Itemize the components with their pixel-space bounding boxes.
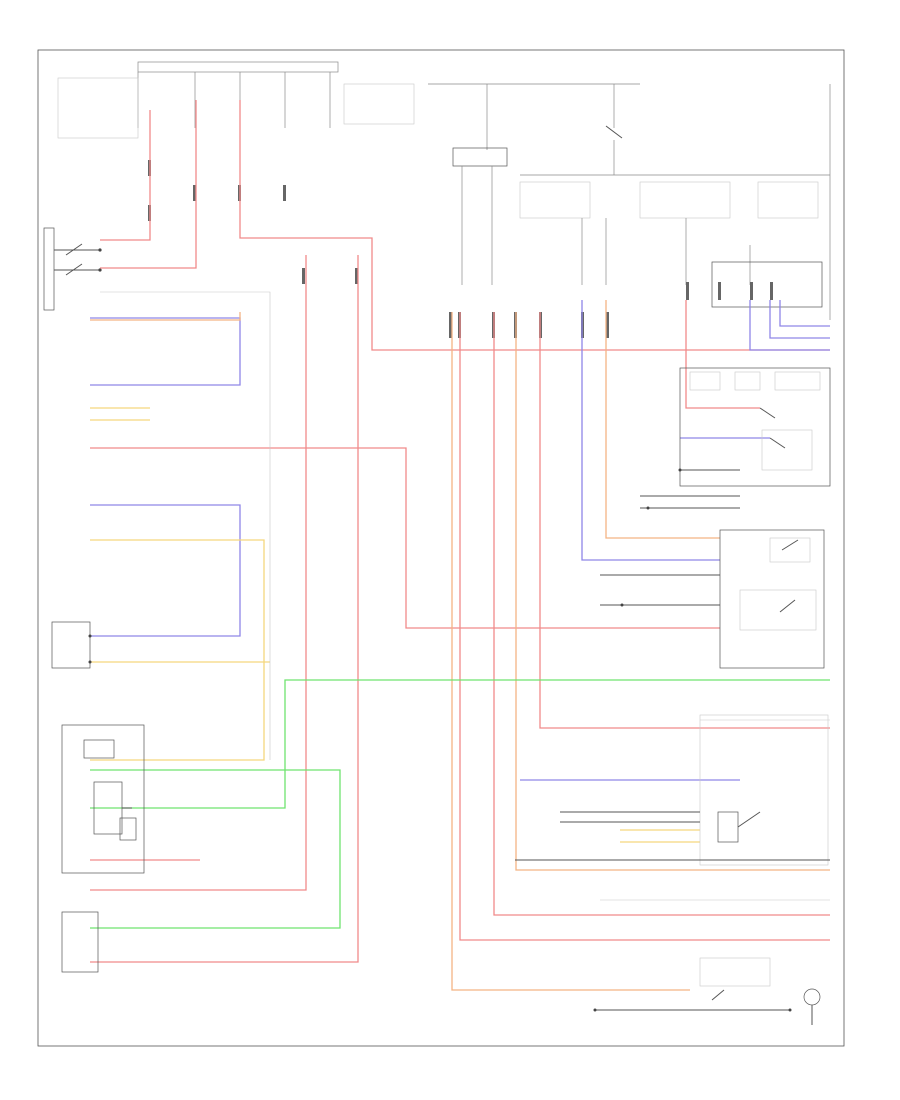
electronic-steering-lock — [600, 529, 825, 669]
ignition-switch-module — [515, 714, 830, 866]
diagram-frame — [37, 49, 845, 1047]
connector-markers — [148, 160, 773, 338]
wires-orange — [90, 300, 830, 991]
wires-yellow — [90, 407, 700, 843]
brake-switch — [51, 621, 92, 669]
transaxle-range-switch — [593, 957, 792, 1012]
fuse-row-left — [57, 61, 415, 139]
stop-lamp-relay — [61, 724, 145, 874]
smart-key-module — [640, 367, 831, 510]
wires-green — [90, 679, 830, 929]
wires-blue — [90, 300, 830, 781]
smart-key-antenna — [61, 911, 99, 973]
starter — [803, 988, 821, 1025]
fuse-row-right — [428, 83, 831, 320]
stop-lamp-switch — [43, 227, 102, 311]
wires-red — [90, 100, 830, 963]
leader-lines — [100, 291, 830, 901]
